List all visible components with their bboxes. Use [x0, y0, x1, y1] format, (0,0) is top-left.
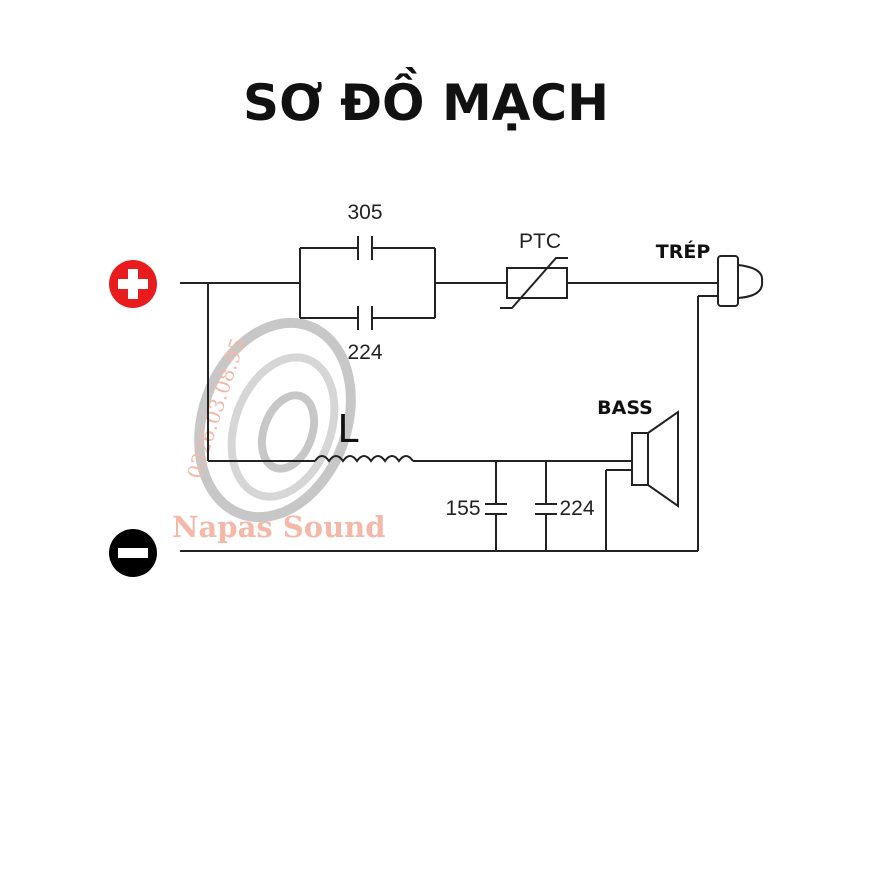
bass-label: BASS	[597, 397, 653, 419]
woofer-speaker-icon	[631, 410, 679, 508]
ptc-thermistor	[500, 257, 568, 309]
inductor	[314, 455, 414, 463]
capacitor-224-top-label: 224	[347, 341, 382, 364]
capacitor-224-top	[357, 306, 373, 330]
ptc-label: PTC	[519, 230, 561, 253]
capacitor-224-low	[535, 503, 557, 515]
capacitor-305	[357, 236, 373, 260]
negative-terminal	[109, 529, 157, 577]
tweeter-label: TRÉP	[656, 240, 711, 263]
inductor-label: L	[337, 407, 358, 451]
capacitor-155-label: 155	[445, 497, 480, 520]
capacitor-224-low-label: 224	[559, 497, 594, 520]
capacitor-155	[485, 503, 507, 515]
page-title: SƠ ĐỒ MẠCH	[243, 67, 609, 132]
wires	[180, 247, 718, 552]
watermark-brand: Napas Sound	[172, 510, 386, 544]
tweeter-speaker-icon	[717, 255, 764, 307]
positive-terminal	[109, 260, 157, 308]
capacitor-305-label: 305	[347, 201, 382, 224]
